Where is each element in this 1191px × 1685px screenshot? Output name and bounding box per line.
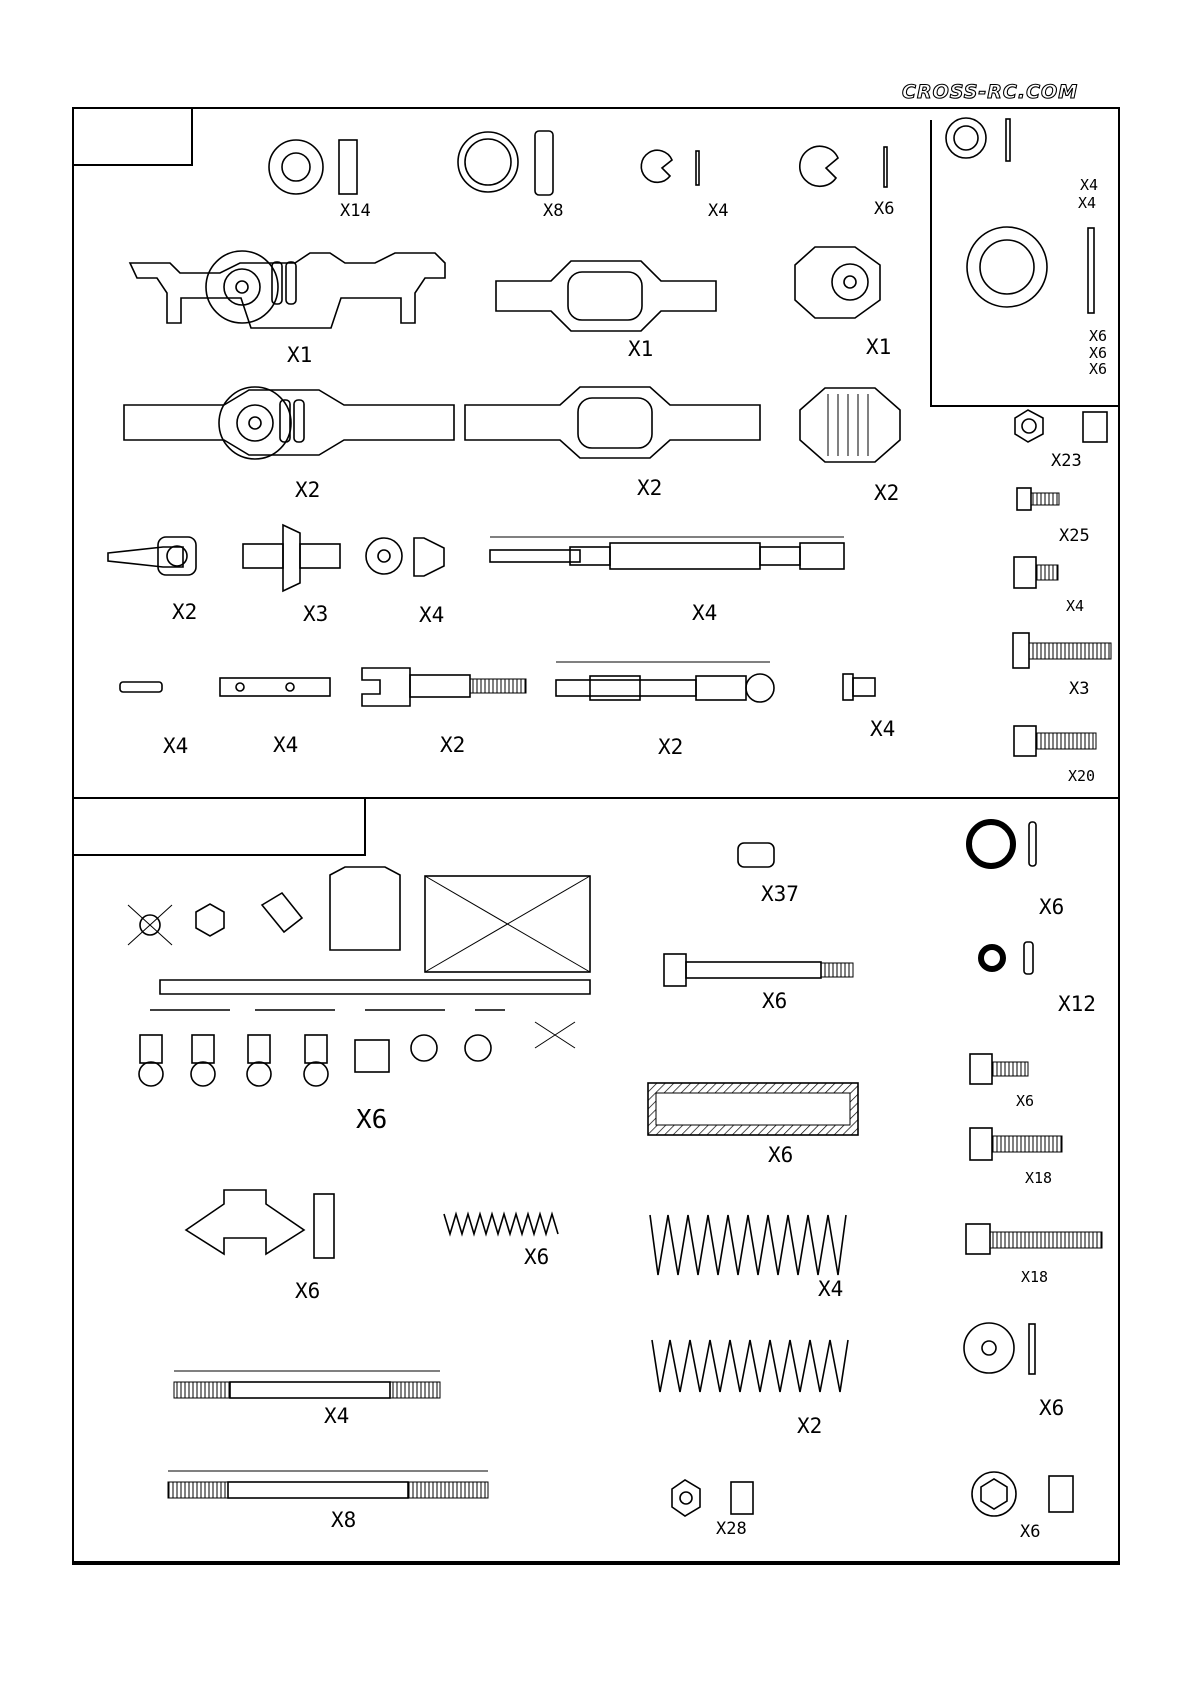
pin-drawing: [120, 682, 162, 692]
inset-washer-drawing: [946, 118, 1094, 313]
qty-e-clip-small: X4: [708, 203, 728, 220]
cap-screw-short-drawing: [1017, 488, 1059, 510]
qty-o-ring-small: X12: [1058, 994, 1096, 1015]
qty-inset-shim-2: X6: [1089, 346, 1107, 361]
qty-inset-shim-1: X6: [1089, 329, 1107, 344]
qty-front-axle-housing: X1: [287, 345, 312, 366]
qty-cap-screw-1: X6: [1016, 1094, 1034, 1109]
qty-drive-cup: X2: [440, 735, 465, 756]
cap-screw-m-drawing: [1014, 557, 1058, 588]
cap-screw-2-drawing: [970, 1128, 1062, 1160]
small-spring-drawing: [444, 1214, 558, 1234]
qty-link-rod-short: X4: [324, 1406, 349, 1427]
qty-pinion-shaft: X4: [273, 735, 298, 756]
knuckle-arm-drawing: [108, 537, 196, 575]
qty-shock-body: X6: [768, 1145, 793, 1166]
qty-spring-long: X4: [818, 1279, 843, 1300]
qty-link-rod-long: X8: [331, 1510, 356, 1531]
qty-cv-shaft: X2: [658, 737, 683, 758]
qty-bearing-small: X14: [340, 203, 371, 220]
qty-bearing-large: X8: [543, 203, 563, 220]
shock-body-drawing: [648, 1083, 858, 1135]
spider-gear-set-drawing: [366, 538, 444, 576]
o-ring-drawing: [969, 822, 1036, 866]
qty-cap-screw-2: X18: [1025, 1171, 1052, 1186]
qty-cap-screw-short: X25: [1059, 528, 1090, 545]
diff-cover-small-drawing: [795, 247, 880, 318]
qty-hex-bolt: X3: [1069, 681, 1089, 698]
cv-shaft-drawing: [556, 662, 774, 702]
shock-mount-drawing: [186, 1190, 334, 1258]
qty-rear-axle-housing-b: X2: [637, 478, 662, 499]
qty-cap-screw-3: X18: [1021, 1270, 1048, 1285]
axle-shaft-drawing: [490, 537, 844, 569]
e-clip-large-drawing: [800, 146, 887, 187]
o-ring-small-drawing: [981, 942, 1033, 974]
rod-end-tree-drawing: [128, 867, 590, 1086]
bushing-drawing: [843, 674, 875, 700]
front-axle-housing-drawing: [130, 251, 445, 328]
qty-knuckle-arm: X2: [172, 602, 197, 623]
link-rod-short-drawing: [174, 1371, 440, 1398]
bearing-large-drawing: [458, 131, 553, 195]
cap-screw-3-drawing: [966, 1224, 1102, 1254]
link-rod-long-drawing: [168, 1471, 488, 1498]
diff-gear-assembly-drawing: [243, 525, 340, 591]
qty-spider-gear-set: X4: [419, 605, 444, 626]
qty-diff-cover-small: X1: [866, 337, 891, 358]
spring-long-drawing: [650, 1215, 846, 1275]
shock-shaft-drawing: [664, 954, 853, 986]
washer-drawing: [964, 1323, 1035, 1374]
bearing-small-drawing: [269, 140, 357, 194]
qty-rod-end-tree: X6: [356, 1107, 387, 1133]
qty-nut: X28: [716, 1521, 747, 1538]
qty-spring-short: X2: [797, 1416, 822, 1437]
drive-cup-drawing: [362, 668, 526, 706]
qty-diff-gear-assembly: X3: [303, 604, 328, 625]
qty-cap-screw-long: X20: [1068, 769, 1095, 784]
qty-e-clip-large: X6: [874, 201, 894, 218]
nut-drawing: [672, 1480, 753, 1516]
rear-axle-housing-drawing: [496, 261, 716, 331]
qty-shock-mount: X6: [295, 1281, 320, 1302]
rear-axle-housing-b-drawing: [465, 387, 760, 458]
qty-locknut: X23: [1051, 453, 1082, 470]
pinion-shaft-drawing: [220, 678, 330, 696]
front-axle-housing-b-drawing: [124, 387, 454, 459]
qty-o-ring: X6: [1039, 897, 1064, 918]
qty-inset-shim-3: X6: [1089, 362, 1107, 377]
locknut-drawing: [1015, 410, 1107, 442]
qty-shock-ball: X37: [761, 884, 799, 905]
cap-screw-long-drawing: [1014, 726, 1096, 756]
qty-inset-washer-1: X4: [1080, 178, 1098, 193]
qty-inset-washer-2: X4: [1078, 196, 1096, 211]
qty-diff-cover-finned: X2: [874, 483, 899, 504]
qty-pin: X4: [163, 736, 188, 757]
diff-cover-finned-drawing: [800, 388, 900, 462]
qty-bushing: X4: [870, 719, 895, 740]
shock-ball-drawing: [738, 843, 774, 867]
qty-shock-shaft: X6: [762, 991, 787, 1012]
qty-cap-screw-m: X4: [1066, 599, 1084, 614]
qty-small-spring: X6: [524, 1247, 549, 1268]
qty-washer: X6: [1039, 1398, 1064, 1419]
hex-bolt-drawing: [1013, 633, 1111, 668]
spring-short-drawing: [652, 1340, 848, 1392]
qty-rear-axle-housing: X1: [628, 339, 653, 360]
e-clip-small-drawing: [641, 150, 699, 185]
flange-nut-drawing: [972, 1472, 1073, 1516]
qty-flange-nut: X6: [1020, 1524, 1040, 1541]
qty-front-axle-housing-b: X2: [295, 480, 320, 501]
qty-axle-shaft: X4: [692, 603, 717, 624]
cap-screw-1-drawing: [970, 1054, 1028, 1084]
